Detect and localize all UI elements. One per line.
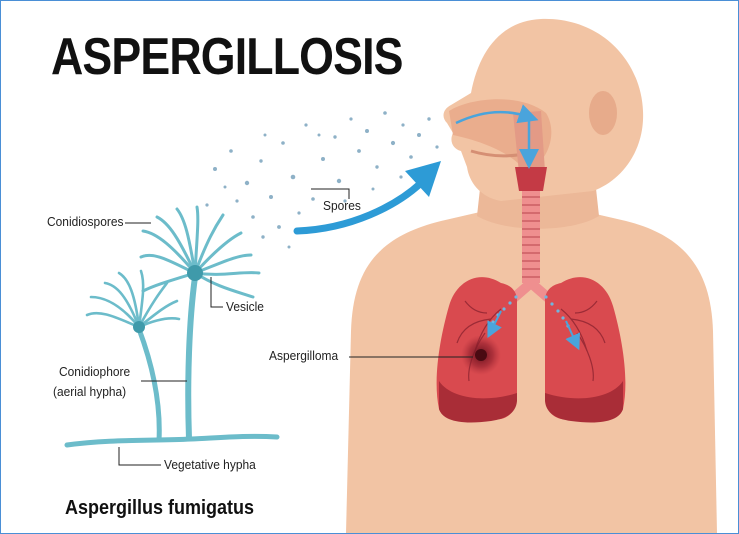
aspergilloma-core [475,349,487,361]
vegetative-hypha-strand [67,436,277,445]
label-aerial-hypha: (aerial hypha) [53,385,126,400]
leader-vegetative-hypha [119,447,161,465]
species-caption: Aspergillus fumigatus [65,498,254,518]
large-head-conidia [141,207,259,297]
label-aspergilloma: Aspergilloma [269,349,338,364]
aspergillus-fungus [67,207,277,445]
label-conidiospores: Conidiospores [47,215,123,230]
conidiophore-small [139,329,159,441]
label-vesicle: Vesicle [226,300,264,315]
label-vegetative-hypha: Vegetative hypha [164,458,256,473]
ear [589,91,617,135]
conidiophore-large [188,277,195,439]
vesicle-large [187,265,203,281]
page-title: ASPERGILLOSIS [51,31,403,83]
label-conidiophore: Conidiophore [59,365,130,380]
small-head-conidia [87,271,179,327]
label-spores: Spores [323,199,361,214]
larynx [515,167,547,191]
vesicle-small [133,321,145,333]
